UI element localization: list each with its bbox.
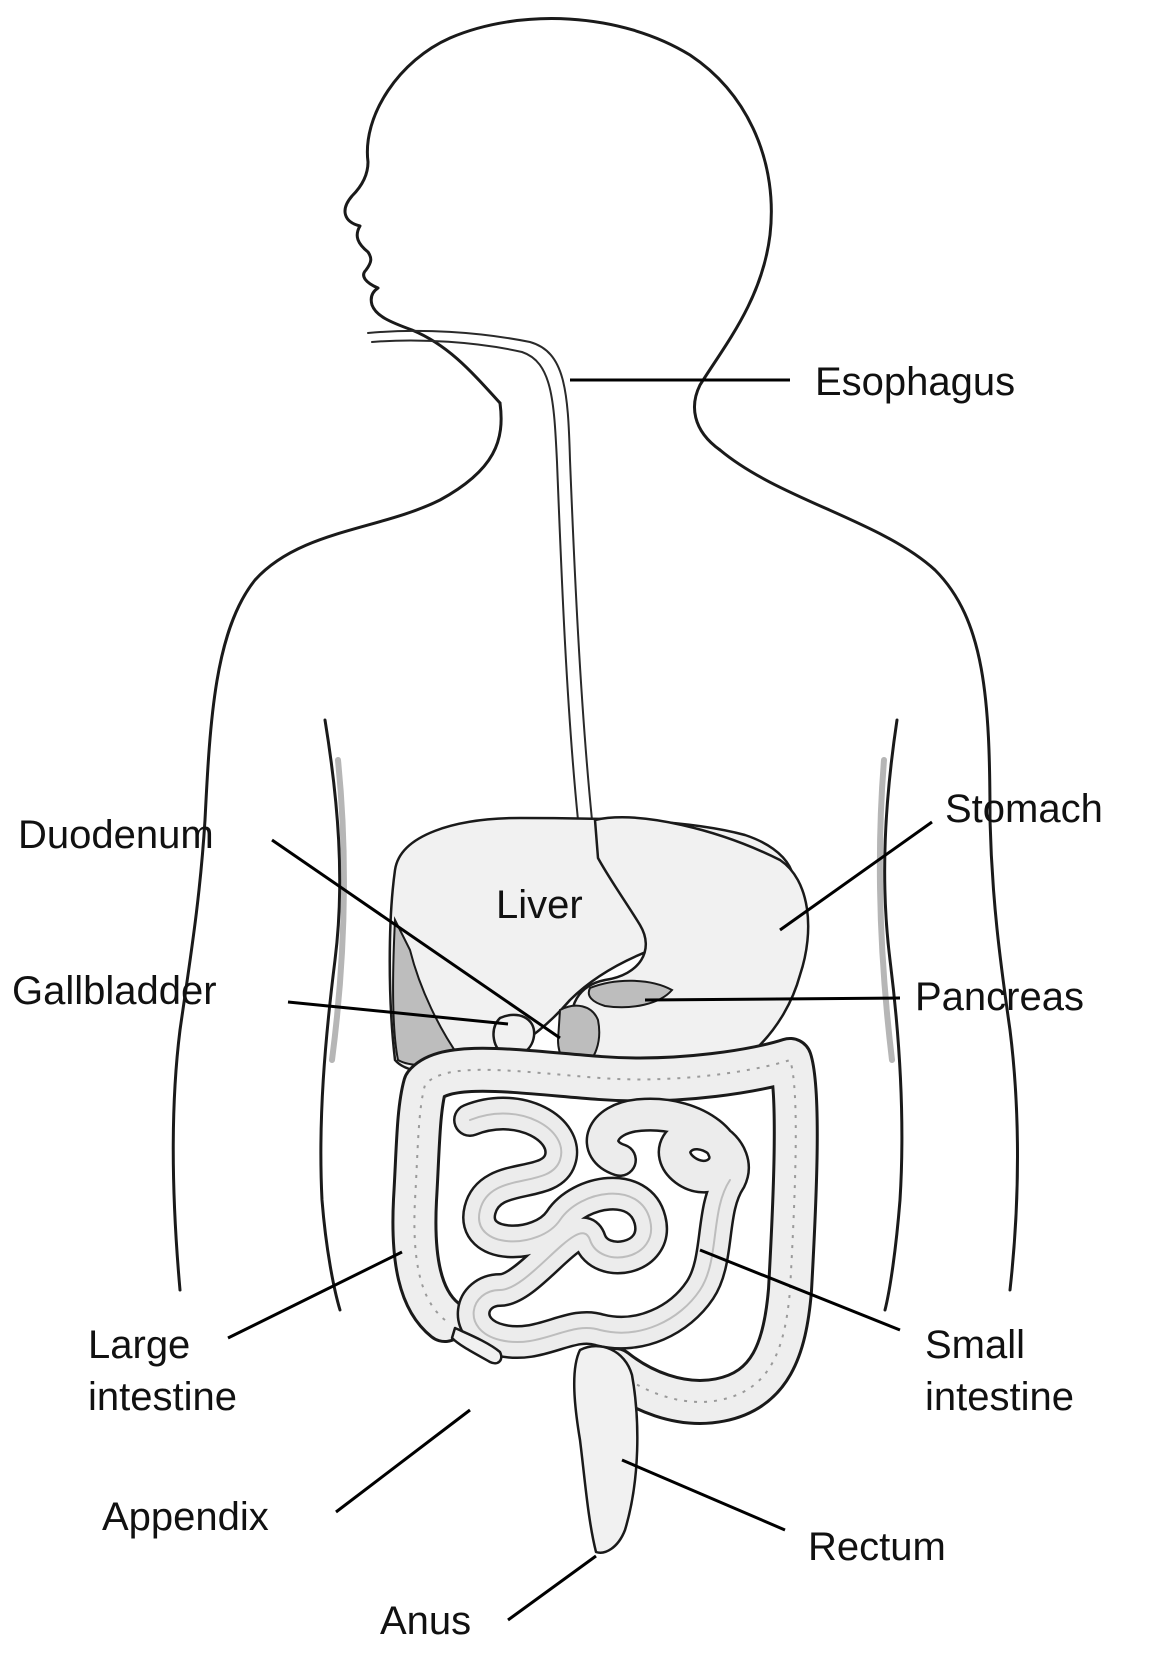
small-intestine: [470, 1114, 733, 1343]
large-intestine-leader-line: [228, 1252, 402, 1338]
esophagus-outer-line: [368, 331, 592, 820]
stomach-label: Stomach: [945, 787, 1103, 831]
rectum-shape: [574, 1346, 637, 1553]
anus-leader-line: [508, 1556, 596, 1620]
anus-label: Anus: [380, 1599, 471, 1643]
appendix-label: Appendix: [102, 1495, 269, 1539]
small-intestine-label-line1: Small: [925, 1323, 1025, 1367]
small-intestine-label-line2: intestine: [925, 1375, 1074, 1419]
esophagus-inner-line: [372, 340, 578, 820]
large-intestine-label-line1: Large: [88, 1323, 190, 1367]
pancreas-label: Pancreas: [915, 975, 1084, 1019]
large-intestine-label-line2: intestine: [88, 1375, 237, 1419]
rectum-label: Rectum: [808, 1525, 946, 1569]
head-outline: [345, 19, 771, 450]
stomach-leader-line: [780, 822, 932, 930]
esophagus: [368, 331, 592, 820]
rectum-leader-line: [622, 1460, 785, 1530]
liver-label: Liver: [496, 883, 583, 927]
esophagus-label: Esophagus: [815, 360, 1015, 404]
gallbladder-label: Gallbladder: [12, 969, 217, 1013]
duodenum-label: Duodenum: [18, 813, 214, 857]
appendix-leader-line: [336, 1410, 470, 1512]
pancreas-leader-line: [645, 998, 900, 1000]
body-outline: [173, 19, 1017, 1310]
